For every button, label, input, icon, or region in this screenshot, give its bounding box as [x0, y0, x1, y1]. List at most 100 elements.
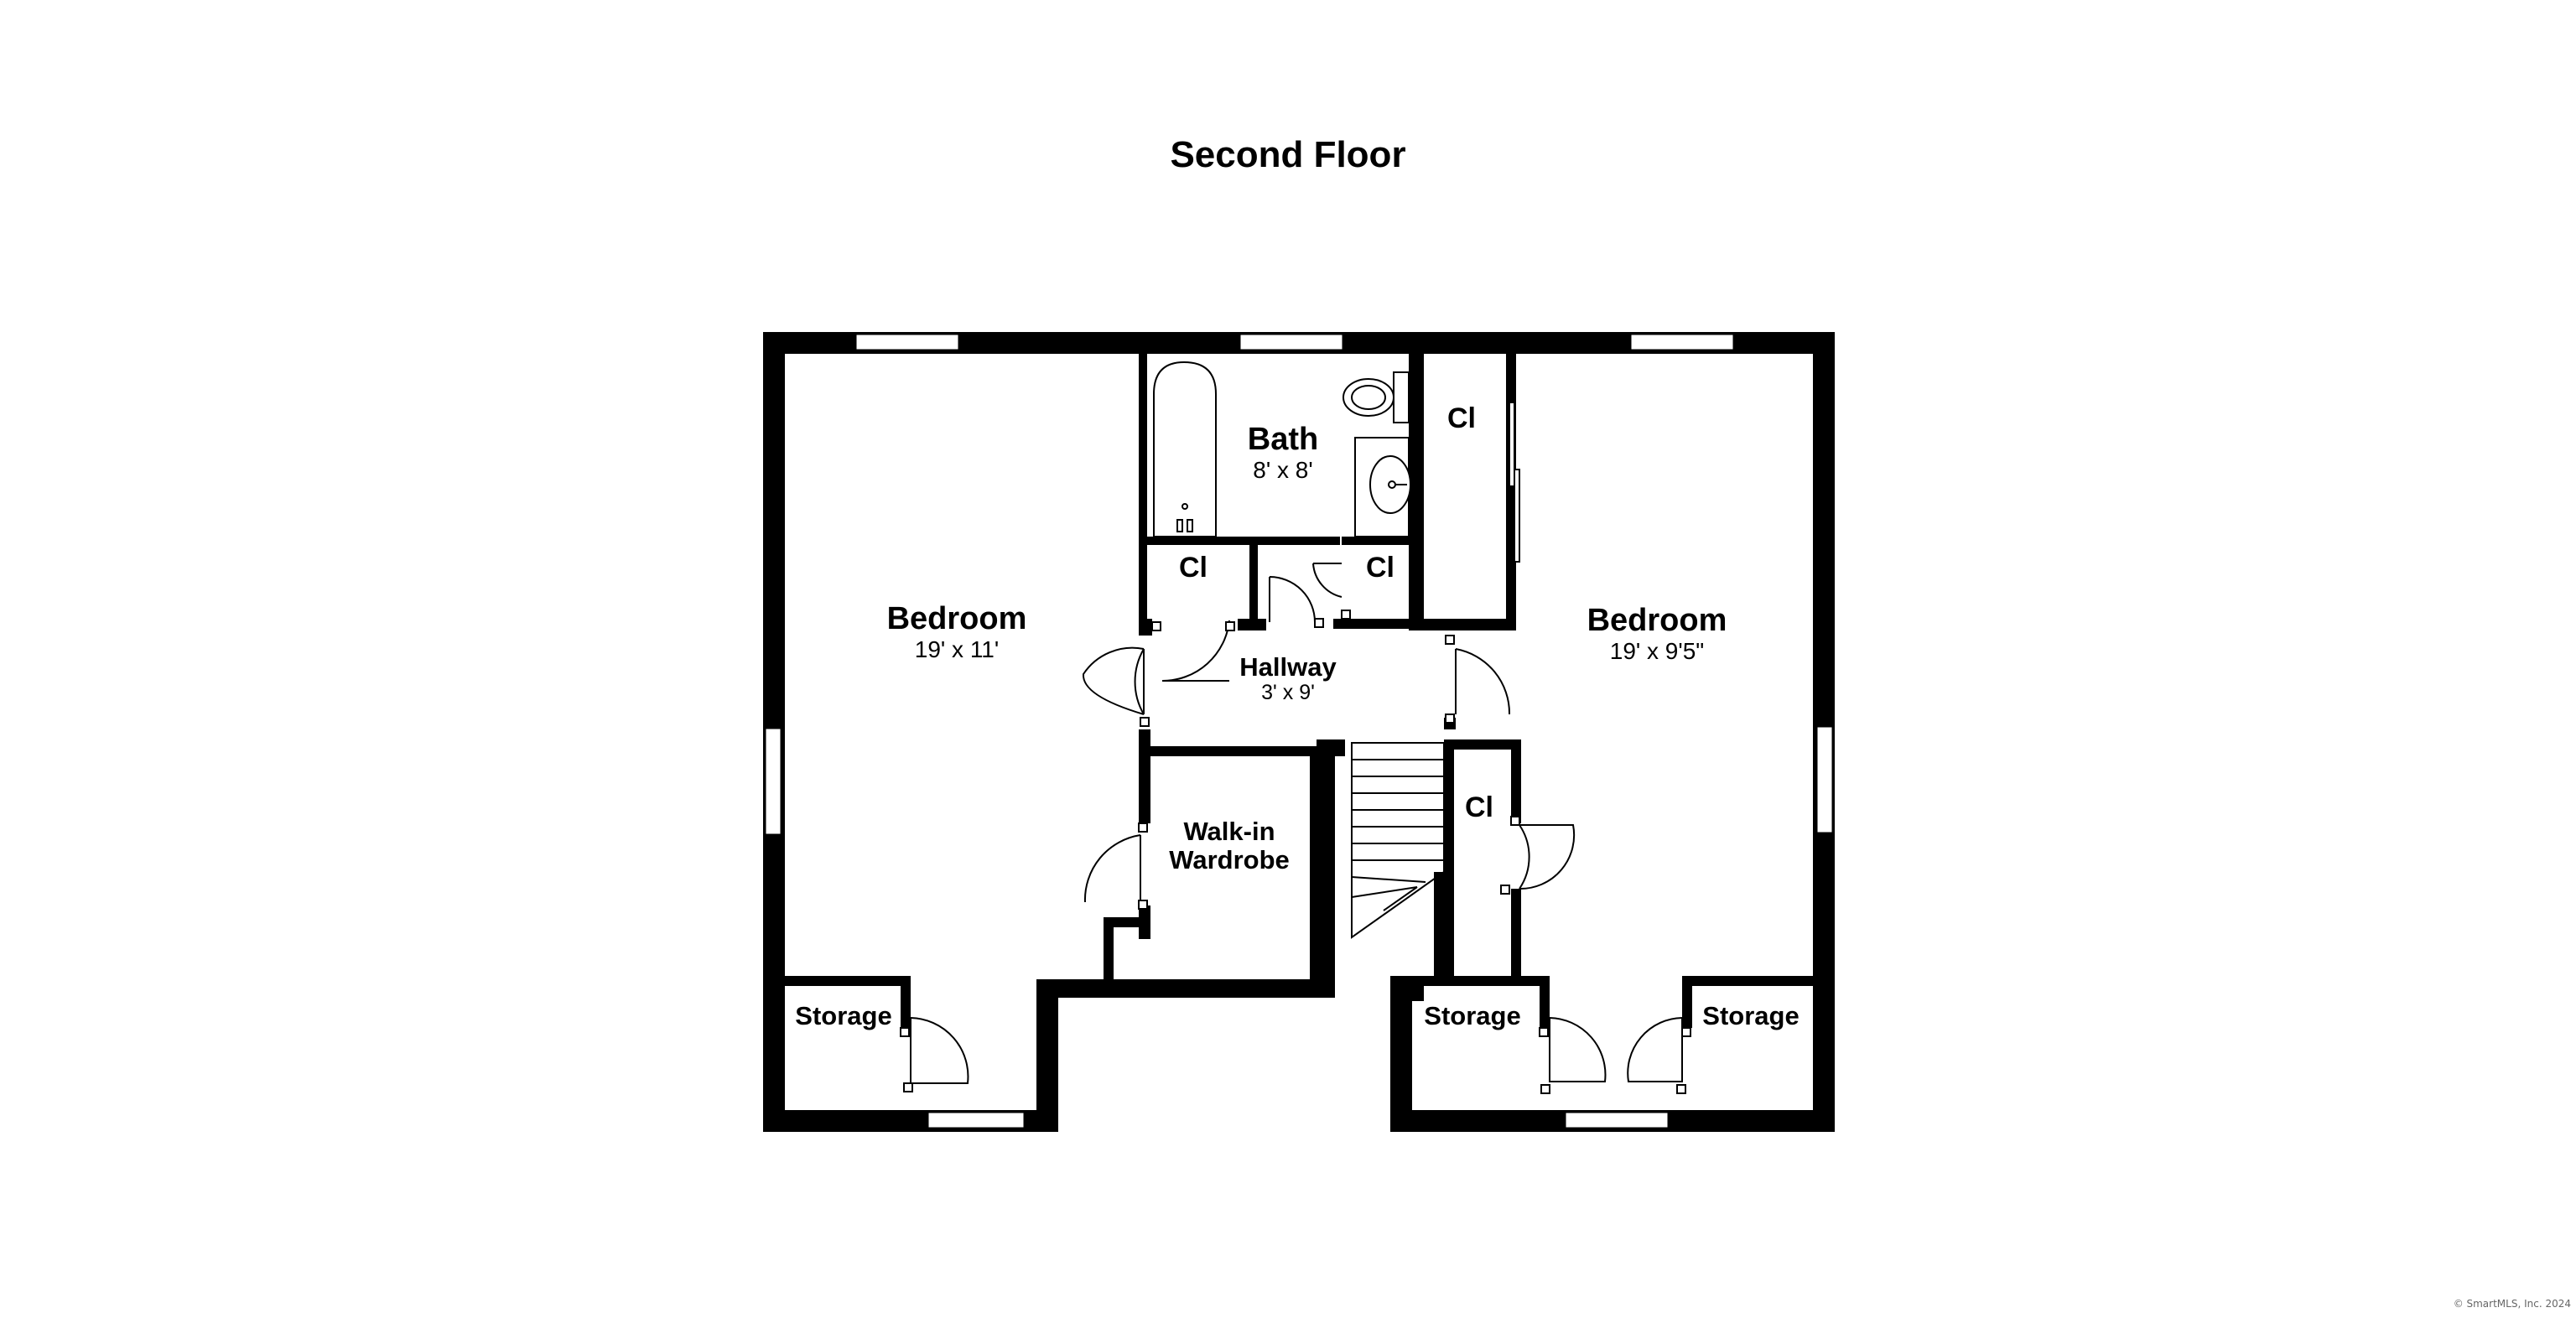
wall-hall-left-stub	[1139, 619, 1152, 636]
room-name-storage-mid: Storage	[1424, 1001, 1520, 1030]
room-name-walkin-line1: Walk-in	[1183, 817, 1275, 846]
door-jamb-11	[1500, 885, 1510, 895]
door-jamb-15	[1540, 1084, 1550, 1094]
floor-title: Second Floor	[1170, 134, 1406, 175]
stairs	[1351, 742, 1445, 939]
bath-fixtures	[1153, 361, 1411, 537]
wall-storage-left-top	[763, 976, 911, 986]
room-name-bath: Bath	[1248, 422, 1318, 457]
door-jamb-12	[900, 1027, 910, 1037]
room-name-storage-left: Storage	[795, 1001, 891, 1030]
toilet-tank	[1393, 371, 1410, 423]
door-jamb-17	[1676, 1084, 1686, 1094]
wall-cl-right-top-left	[1417, 352, 1424, 630]
room-dims-bedroom-left: 19' x 11'	[915, 636, 999, 662]
door-closet-bath	[1312, 563, 1343, 598]
wall-bath-bottom	[1139, 537, 1340, 545]
room-name-closet-bath: Cl	[1366, 552, 1394, 584]
window-bottom-right	[1563, 1110, 1670, 1130]
door-jamb-10	[1510, 816, 1520, 826]
room-name-walkin-line2: Wardrobe	[1169, 845, 1290, 874]
door-jamb-8	[1138, 822, 1148, 833]
door-bedroom-left	[1134, 648, 1145, 715]
room-name-bedroom-right: Bedroom	[1587, 603, 1727, 638]
wall-wardrobe-top	[1139, 746, 1320, 756]
door-storage-left	[910, 1017, 969, 1084]
wall-bath-left	[1139, 352, 1147, 634]
wall-cl-right-top-bottom	[1417, 619, 1516, 630]
room-name-closet-right-lower: Cl	[1465, 791, 1493, 823]
door-jamb-14	[1539, 1027, 1549, 1037]
wall-stair-bottom-right	[1434, 872, 1444, 983]
wall-bath-closet-top	[1342, 537, 1419, 545]
door-jamb-4	[1314, 618, 1324, 628]
wall-notch-left-vertical	[1036, 979, 1058, 1132]
room-name-closet-top-right: Cl	[1447, 402, 1476, 434]
door-bath	[1269, 576, 1316, 623]
door-jamb-9	[1138, 900, 1148, 910]
door-closet-left	[1161, 620, 1230, 682]
door-jamb-5	[1341, 610, 1351, 620]
door-jamb-3	[1225, 621, 1235, 631]
sliding-door-2	[1514, 469, 1520, 563]
room-dims-bath: 8' x 8'	[1253, 457, 1312, 483]
bathtub-faucet-a	[1176, 519, 1183, 532]
door-jamb-16	[1681, 1027, 1691, 1037]
wall-notch-left-horizontal	[1036, 979, 1335, 998]
door-jamb-6	[1445, 635, 1455, 645]
room-name-storage-right: Storage	[1702, 1001, 1799, 1030]
stair-winder-1	[1351, 876, 1426, 883]
wall-notch-right-vertical	[1390, 979, 1412, 1132]
room-name-hallway: Hallway	[1239, 652, 1337, 682]
wall-notch-center-vertical	[1317, 739, 1335, 998]
stair-outline	[1351, 742, 1445, 939]
room-dims-hallway: 3' x 9'	[1261, 681, 1315, 704]
door-jamb-1	[1140, 717, 1150, 727]
wall-cl-right-low-left	[1444, 739, 1454, 983]
door-bedroom-right	[1455, 648, 1511, 715]
wall-stair-left	[1335, 739, 1345, 756]
door-storage-mid	[1549, 1017, 1607, 1082]
wall-storage-left-right	[901, 976, 911, 1028]
wall-hall-left-lower	[1139, 729, 1150, 823]
copyright-notice: © SmartMLS, Inc. 2024	[2453, 1298, 2571, 1310]
door-wardrobe	[1083, 834, 1141, 903]
wall-closet-left-right	[1249, 537, 1258, 629]
door-storage-right	[1627, 1017, 1683, 1082]
doors	[900, 402, 1691, 1094]
stair-winder-2	[1351, 886, 1418, 898]
window-left-wall	[763, 726, 783, 837]
room-labels: Bedroom 19' x 11' Bath 8' x 8' Cl Cl Cl …	[795, 402, 1799, 1030]
toilet-bowl-inner	[1351, 385, 1386, 410]
wall-bath-right	[1409, 352, 1419, 630]
wall-storage-right-top	[1682, 976, 1835, 986]
stair-winder-3	[1383, 886, 1418, 911]
wall-hall-mid-stub	[1238, 619, 1266, 630]
bathtub-drain	[1182, 503, 1188, 510]
wall-wardrobe-left-jog	[1104, 917, 1150, 927]
wall-cl-right-low-right	[1511, 739, 1521, 823]
window-top-bath	[1238, 332, 1345, 352]
door-closet-right-lower-arc	[1519, 824, 1576, 890]
room-name-closet-hall-left: Cl	[1179, 552, 1208, 584]
window-top-right	[1628, 332, 1736, 352]
door-jamb-7	[1445, 713, 1455, 724]
wall-cl-right-low-top	[1444, 739, 1521, 750]
wall-wardrobe-jog-vertical	[1104, 917, 1114, 984]
door-jamb-13	[903, 1082, 913, 1092]
wall-cl-right-low-right2	[1511, 889, 1521, 983]
wall-storage-mid-top	[1390, 976, 1550, 986]
bathtub-faucet-b	[1187, 519, 1193, 532]
wall-storage-right-left	[1682, 976, 1692, 1028]
door-jamb-2	[1151, 621, 1161, 631]
door-closet-right-lower	[1519, 824, 1573, 890]
wall-wardrobe-right	[1310, 746, 1320, 979]
sink-drain	[1388, 480, 1396, 489]
sliding-door-1	[1509, 402, 1515, 487]
window-right-wall	[1815, 724, 1835, 835]
door-bedroom-left-arc	[1082, 646, 1145, 715]
wall-closet-bath-floor	[1333, 619, 1417, 629]
window-top-left	[854, 332, 961, 352]
room-name-bedroom-left: Bedroom	[887, 601, 1027, 636]
